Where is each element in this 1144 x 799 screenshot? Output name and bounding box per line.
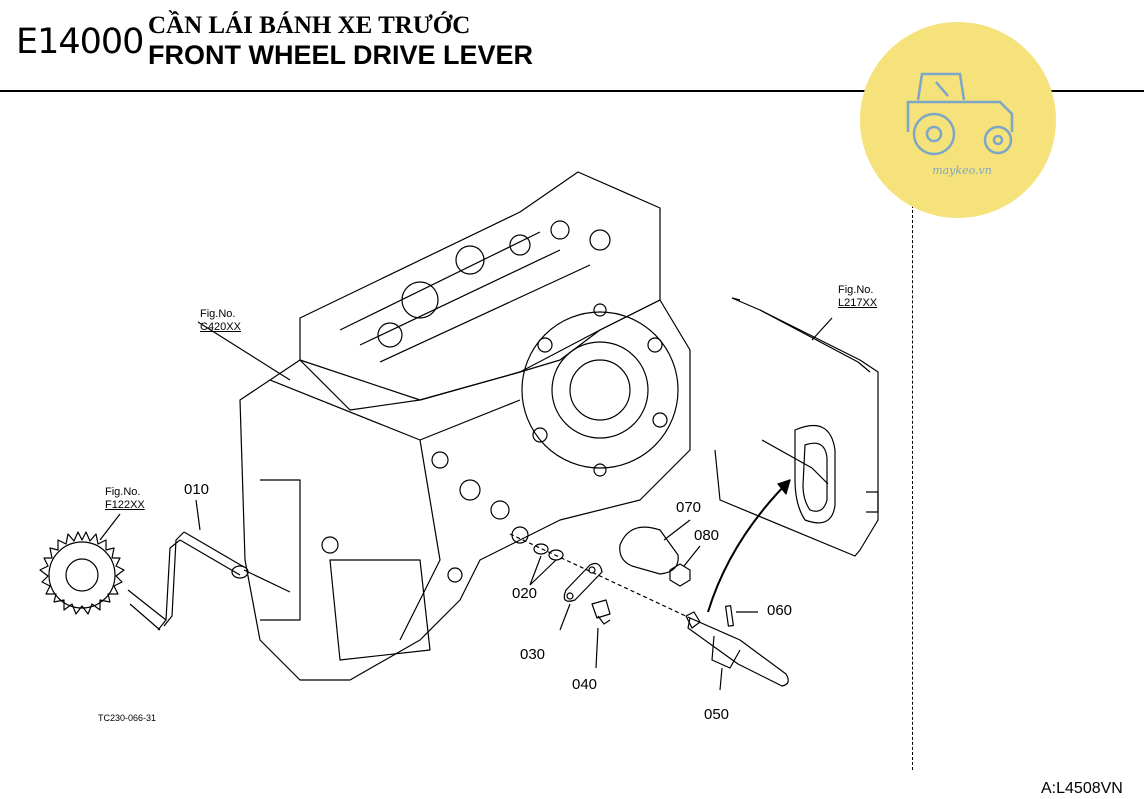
part-number-080: 080 xyxy=(694,527,720,544)
logo-text: maykeo.vn xyxy=(932,164,992,177)
part-number-020: 020 xyxy=(512,585,538,602)
spring-pin xyxy=(725,605,734,627)
maykeo-logo: maykeo.vn xyxy=(860,22,1056,218)
nut xyxy=(669,563,691,587)
header-rule xyxy=(0,90,1144,92)
fig-ref-f122xx: Fig.No. F122XX xyxy=(105,486,145,511)
title-vietnamese: CẦN LÁI BÁNH XE TRƯỚC xyxy=(148,12,471,39)
part-number-010: 010 xyxy=(184,481,210,498)
fig-ref-c420xx: Fig.No. C420XX xyxy=(200,308,241,333)
page-reference: A:L4508VN xyxy=(1041,780,1123,797)
lever-arm xyxy=(687,617,789,687)
cover-panel xyxy=(714,297,879,557)
o-ring-1 xyxy=(533,543,549,555)
housing-body xyxy=(239,299,691,681)
part-number-050: 050 xyxy=(704,706,730,723)
part-number-030: 030 xyxy=(520,646,546,663)
lever-plate xyxy=(563,562,603,602)
part-number-040: 040 xyxy=(572,676,598,693)
drawing-code: TC230-066-31 xyxy=(98,713,157,723)
housing-flange xyxy=(521,311,679,469)
assembly-arrow xyxy=(707,479,791,613)
knob xyxy=(619,526,679,575)
title-english: FRONT WHEEL DRIVE LEVER xyxy=(148,40,534,70)
gear xyxy=(48,541,116,609)
bolt xyxy=(591,599,611,625)
part-number-070: 070 xyxy=(676,499,702,516)
fig-ref-l217xx: Fig.No. L217XX xyxy=(838,284,878,309)
section-code: E14000 xyxy=(16,22,144,62)
housing-top xyxy=(299,171,661,411)
column-divider xyxy=(912,205,913,770)
part-number-060: 060 xyxy=(767,602,793,619)
shift-shaft xyxy=(179,531,245,576)
